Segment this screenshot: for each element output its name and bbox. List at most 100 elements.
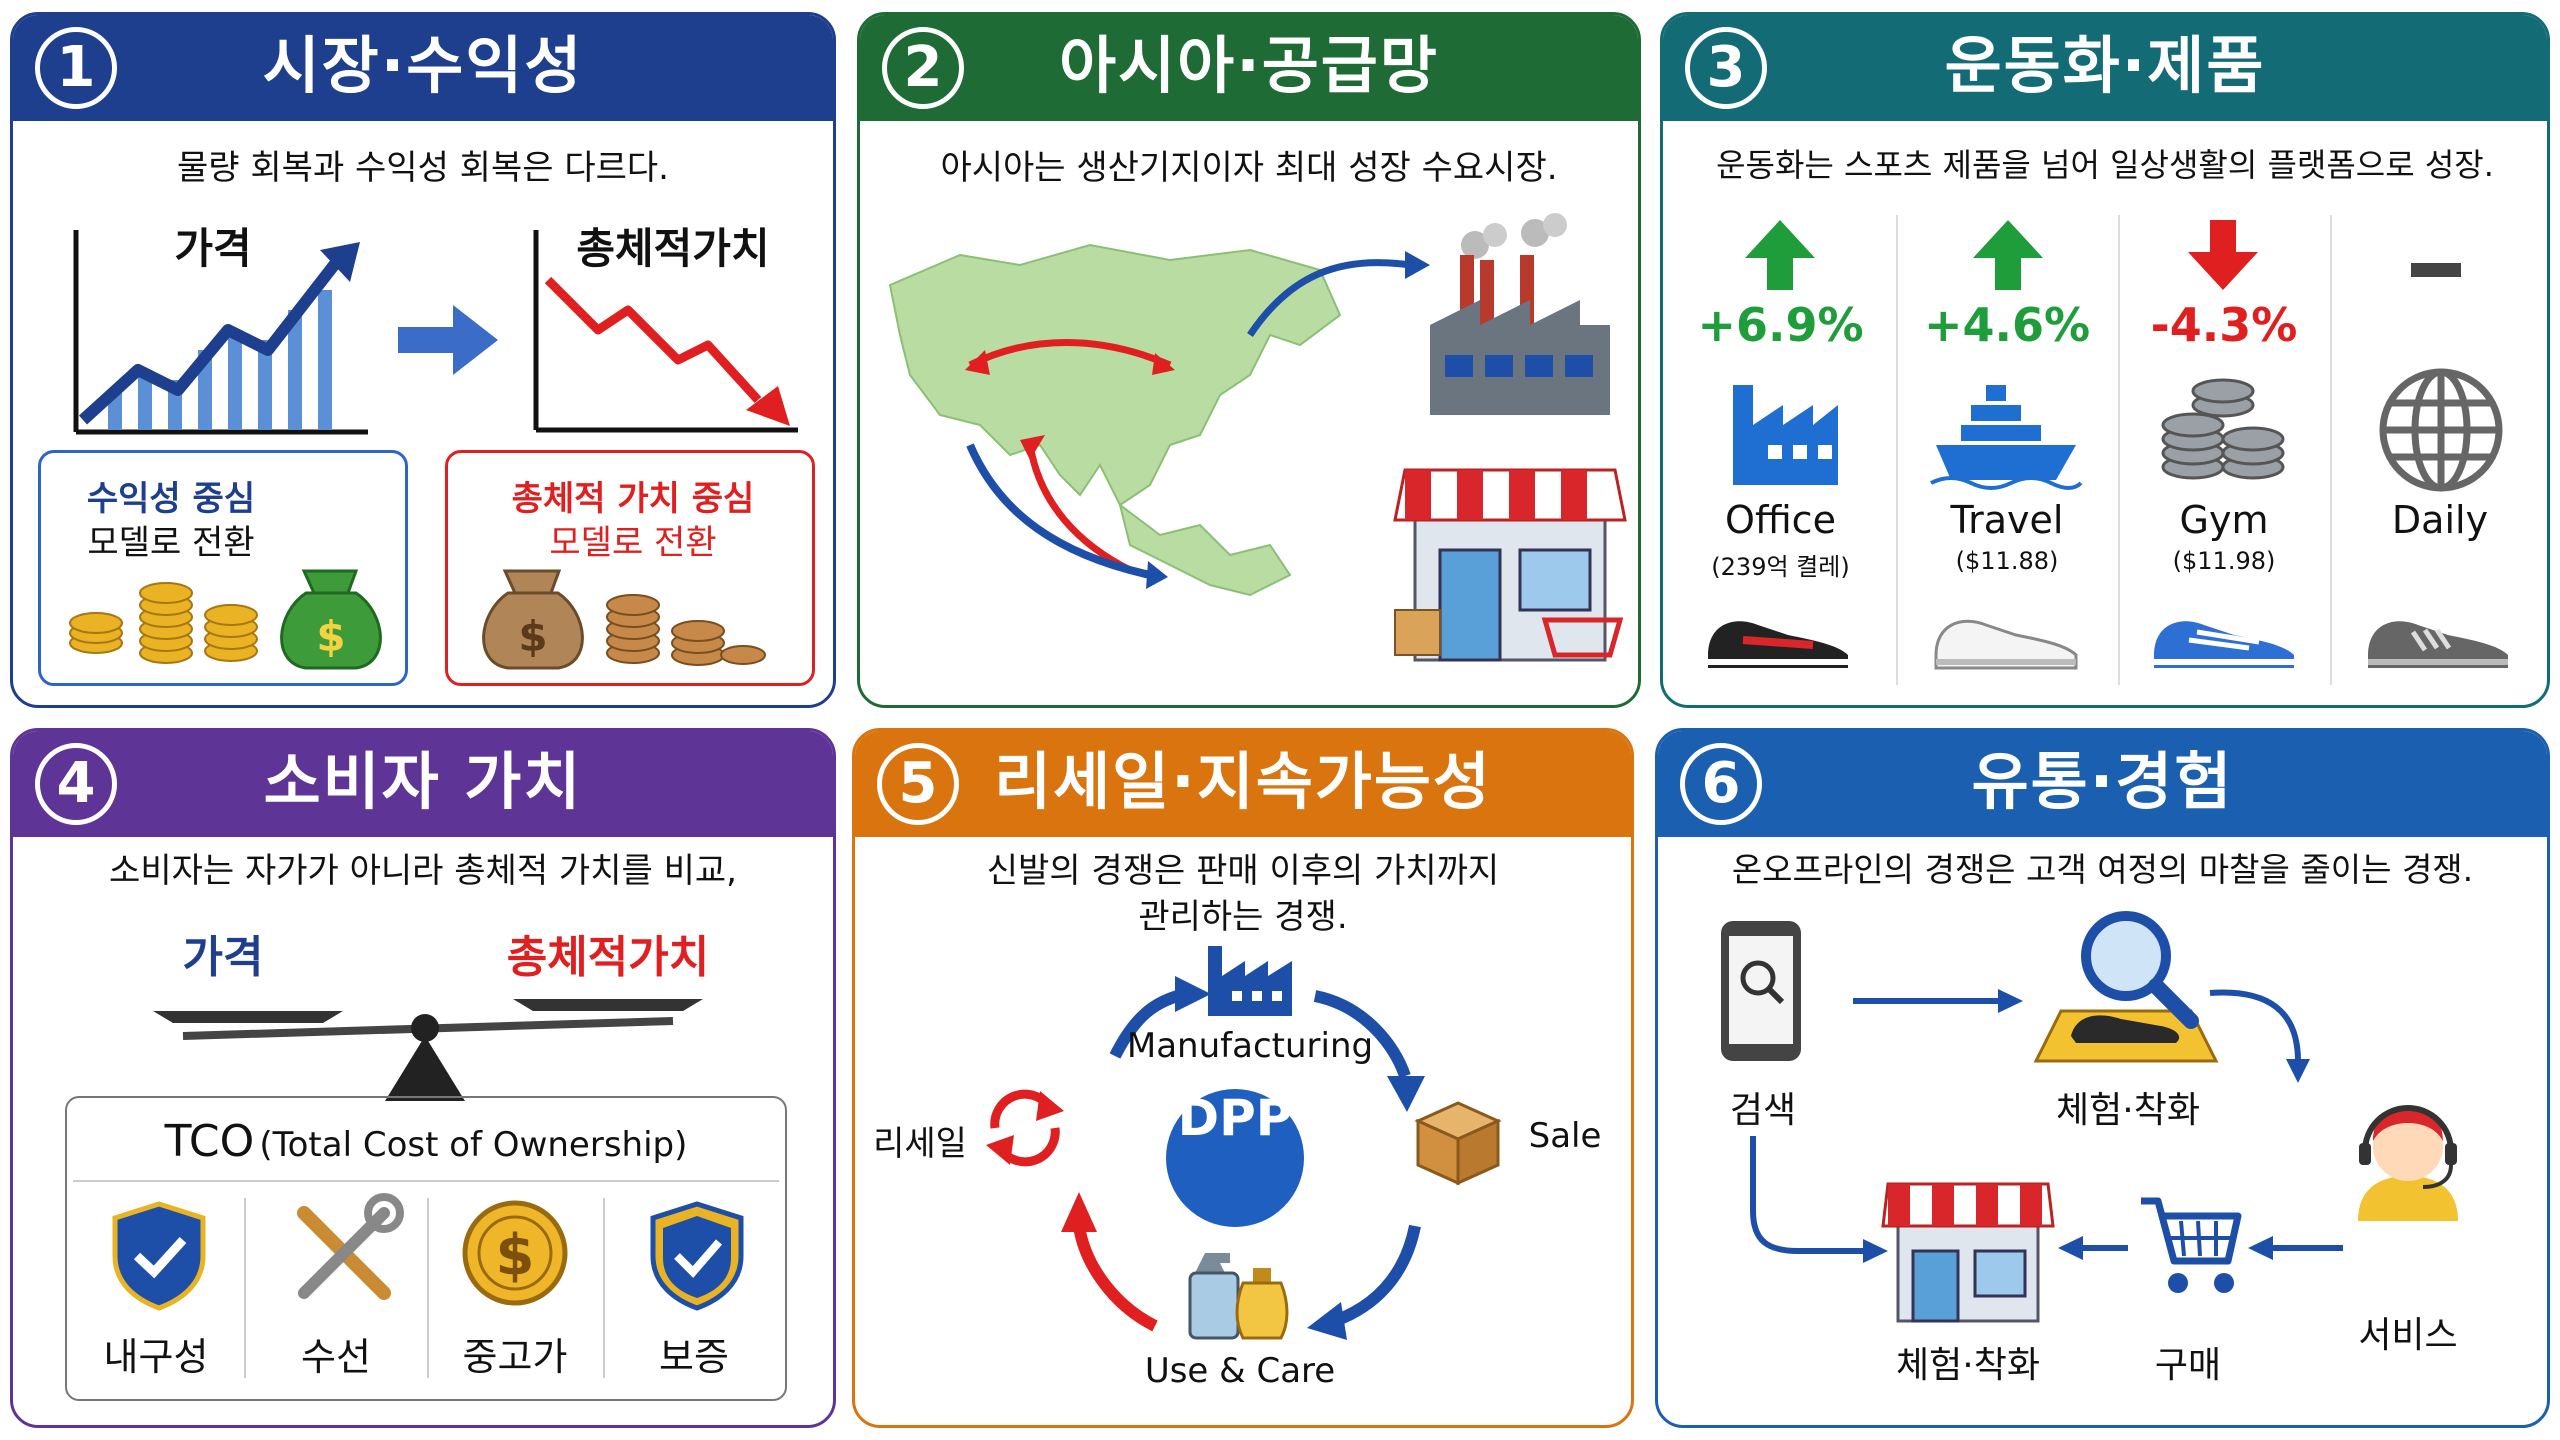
shield-check-icon <box>112 1201 206 1311</box>
tco-item: 보증 <box>659 1335 729 1379</box>
money-bag-coins-icon: $ <box>482 569 766 670</box>
panel-title: 리세일·지속가능성 <box>994 745 1492 818</box>
tco-box: TCO (Total Cost of Ownership) 내구성 수선 $ 중… <box>65 1096 787 1401</box>
panel-title: 유통·경험 <box>1971 745 2234 818</box>
store-icon <box>1393 468 1627 662</box>
panel-resale-sustainability: 리세일·지속가능성 5 신발의 경쟁은 판매 이후의 가치까지 관리하는 경쟁.… <box>852 728 1634 1428</box>
step-purchase: 구매 <box>2154 1345 2222 1386</box>
magnifier-try-on-icon <box>2033 911 2219 1063</box>
coins-money-bag-icon: $ <box>69 569 382 670</box>
customer-service-icon <box>2358 1105 2458 1221</box>
panel-sneakers-products: 운동화·제품 3 운동화는 스포츠 제품을 넘어 일상생활의 플랫폼으로 성장.… <box>1660 12 2550 708</box>
tco-item: 중고가 <box>462 1335 568 1379</box>
box-line-1: 수익성 중심 <box>86 479 256 519</box>
panel-asia-supply-chain: 아시아·공급망 2 아시아는 생산기지이자 최대 성장 수요시장. <box>857 12 1641 708</box>
tco-heading: TCO (Total Cost of Ownership) <box>67 1116 785 1167</box>
balance-scale-icon <box>153 999 703 1101</box>
step-try-on-bottom: 체험·착화 <box>1896 1345 2040 1386</box>
panel-header: 아시아·공급망 2 <box>860 15 1638 121</box>
down-arrow-icon <box>2188 220 2258 290</box>
panel-subtitle: 온오프라인의 경쟁은 고객 여정의 마찰을 줄이는 경쟁. <box>1731 850 2474 889</box>
panel-subtitle: 운동화는 스포츠 제품을 넘어 일상생활의 플랫폼으로 성장. <box>1716 146 2494 184</box>
dpp-badge: DPP <box>1166 1089 1304 1227</box>
panel-subtitle: 소비자는 자가가 아니라 총체적 가치를 비교, <box>109 851 737 891</box>
panel-number: 6 <box>1680 743 1762 825</box>
svg-text:$: $ <box>316 612 345 661</box>
panel-subtitle-line-1: 신발의 경쟁은 판매 이후의 가치까지 <box>986 851 1500 891</box>
sneaker-icon <box>1708 621 1848 668</box>
shield-check-icon <box>650 1201 744 1311</box>
category-name: Gym <box>2179 498 2269 542</box>
divider <box>2118 215 2120 685</box>
profitability-model-box: 수익성 중심 모델로 전환 $ <box>38 450 408 686</box>
panel-title: 아시아·공급망 <box>1059 29 1439 102</box>
step-search: 검색 <box>1729 1090 1797 1131</box>
sneaker-icon <box>2368 621 2508 668</box>
box-line-1: 총체적 가치 중심 <box>511 479 755 519</box>
box-line-2: 모델로 전환 <box>549 523 717 563</box>
panel-title: 소비자 가치 <box>263 745 583 818</box>
svg-text:$: $ <box>496 1223 535 1288</box>
flat-dash-icon <box>2411 263 2461 277</box>
panel-number: 3 <box>1685 27 1767 109</box>
step-try-on-top: 체험·착화 <box>2056 1090 2200 1131</box>
panel-market-profitability: 시장·수익성 1 물량 회복과 수익성 회복은 다르다. 가격 총체적가치 수익… <box>10 12 836 708</box>
divider <box>427 1198 429 1378</box>
total-value-model-box: 총체적 가치 중심 모델로 전환 $ <box>445 450 815 686</box>
panel-subtitle: 아시아는 생산기지이자 최대 성장 수요시장. <box>940 148 1558 188</box>
ship-icon <box>1930 385 2083 490</box>
cleaning-products-icon <box>1188 1253 1289 1340</box>
stage-sale: Sale <box>1528 1116 1602 1156</box>
coin-dollar-icon: $ <box>462 1200 568 1306</box>
factory-icon <box>1733 385 1838 485</box>
factory-icon <box>1430 213 1610 415</box>
box-icon <box>1414 1101 1502 1186</box>
divider <box>73 1180 779 1182</box>
step-service: 서비스 <box>2358 1315 2458 1356</box>
lifecycle-cycle-arrows <box>1061 976 1425 1340</box>
divider <box>603 1198 605 1378</box>
panel-header: 시장·수익성 1 <box>13 15 833 121</box>
globe-icon <box>2379 368 2503 492</box>
panel-number: 1 <box>35 27 117 109</box>
sneaker-icon <box>2154 621 2294 668</box>
panel-title: 운동화·제품 <box>1944 29 2266 102</box>
recycle-icon <box>986 1089 1064 1167</box>
panel-consumer-value: 소비자 가치 4 소비자는 자가가 아니라 총체적 가치를 비교, 가격 총체적… <box>10 728 836 1428</box>
panel-number: 5 <box>877 743 959 825</box>
panel-subtitle-line-2: 관리하는 경쟁. <box>1138 897 1348 937</box>
total-value-chart-label: 총체적가치 <box>576 224 770 273</box>
value-falling-chart-icon <box>533 230 798 433</box>
category-note: ($11.88) <box>1955 547 2059 575</box>
panel-subtitle: 물량 회복과 수익성 회복은 다르다. <box>177 148 669 188</box>
shopping-cart-icon <box>2141 1197 2242 1293</box>
panel-title: 시장·수익성 <box>262 29 584 102</box>
panel-header: 소비자 가치 4 <box>13 731 833 837</box>
panel-number: 2 <box>882 27 964 109</box>
divider <box>2330 215 2332 685</box>
tco-title: TCO <box>164 1116 255 1167</box>
trend-value: -4.3% <box>2150 298 2298 352</box>
panel-header: 리세일·지속가능성 5 <box>855 731 1631 837</box>
box-line-2: 모델로 전환 <box>87 523 255 563</box>
stage-manufacturing: Manufacturing <box>1126 1026 1374 1066</box>
coins-icon <box>2161 378 2285 480</box>
price-chart-label: 가격 <box>174 224 252 273</box>
up-arrow-icon <box>1973 220 2043 290</box>
scale-left-label: 가격 <box>182 932 264 983</box>
tco-item: 내구성 <box>103 1335 209 1379</box>
divider <box>1896 215 1898 685</box>
right-arrow-icon <box>398 305 498 375</box>
svg-text:$: $ <box>518 612 547 661</box>
up-arrow-icon <box>1745 220 1815 290</box>
divider <box>244 1198 246 1378</box>
scale-right-label: 총체적가치 <box>506 932 710 983</box>
tco-item: 수선 <box>301 1335 371 1379</box>
wrench-screwdriver-icon <box>297 1193 404 1300</box>
smartphone-search-icon <box>1721 921 1801 1061</box>
category-name: Travel <box>1950 498 2064 542</box>
sneaker-icon <box>1934 619 2078 670</box>
price-rising-chart-icon <box>73 230 368 435</box>
store-icon <box>1881 1182 2055 1323</box>
factory-icon <box>1208 946 1292 1016</box>
